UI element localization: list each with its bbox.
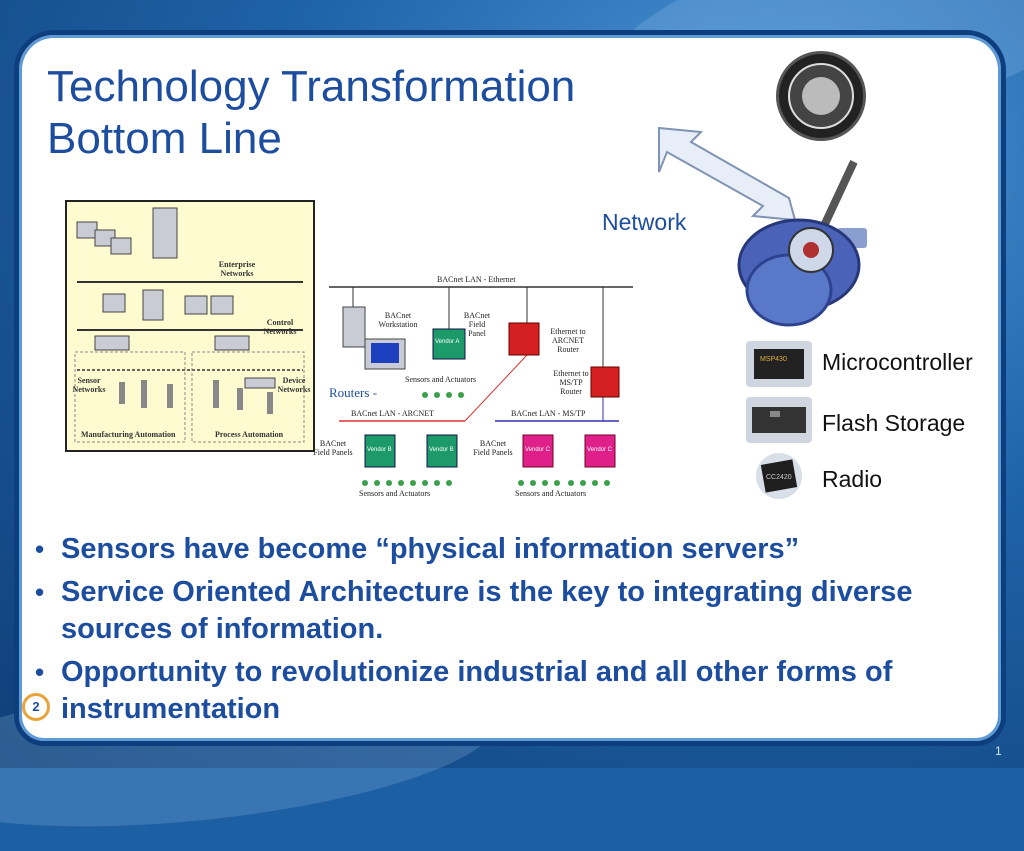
label-vendor-a: Vendor A: [435, 339, 460, 345]
label-bacnet-workstation: BACnet Workstation: [378, 311, 418, 329]
industrial-network-diagram: Enterprise Networks Control Networks Sen…: [65, 200, 315, 452]
label-process-automation: Process Automation: [215, 430, 284, 439]
chip-row-flash: Flash Storage: [746, 397, 965, 443]
label-control-networks: Control Networks: [263, 318, 297, 336]
label-manufacturing-automation: Manufacturing Automation: [81, 430, 176, 439]
label-device-networks: Device Networks: [277, 376, 311, 394]
chip-label-radio: Radio: [822, 466, 883, 492]
label-bacnet-field-panels-right: BACnet Field Panels: [473, 439, 513, 457]
label-vendor-b-1: Vendor B: [367, 447, 392, 453]
bullet-list: Sensors have become “physical informatio…: [31, 531, 991, 734]
label-enterprise-networks: Enterprise Networks: [218, 260, 256, 278]
label-bacnet-lan-mstp: BACnet LAN - MS/TP: [511, 409, 586, 418]
title-line-1: Technology Transformation: [47, 62, 576, 111]
label-eth-mstp-router: Ethernet to MS/TP Router: [553, 369, 589, 396]
label-bacnet-field-panels-left: BACnet Field Panels: [313, 439, 353, 457]
corner-mark: 1: [995, 744, 1002, 758]
label-bacnet-lan-ethernet: BACnet LAN - Ethernet: [437, 275, 516, 284]
label-sensors-actuators-top: Sensors and Actuators: [405, 375, 477, 384]
label-eth-arcnet-router: Ethernet to ARCNET Router: [550, 327, 586, 354]
radio-chip-icon: CC2420: [756, 453, 802, 499]
chip-row-radio: CC2420 Radio: [746, 453, 882, 499]
chip-label-microcontroller: Microcontroller: [822, 349, 973, 375]
page-number: 2: [22, 693, 50, 721]
label-bacnet-lan-arcnet: BACnet LAN - ARCNET: [351, 409, 434, 418]
label-sensors-actuators-left: Sensors and Actuators: [359, 489, 431, 498]
network-label: Network: [602, 209, 687, 235]
slide-title: Technology Transformation Bottom Line: [47, 61, 575, 165]
label-sensor-networks: Sensor Networks: [72, 376, 106, 394]
bullet-2: Service Oriented Architecture is the key…: [35, 574, 991, 648]
label-sensors-actuators-right: Sensors and Actuators: [515, 489, 587, 498]
svg-text:CC2420: CC2420: [766, 474, 792, 481]
chip-label-flash: Flash Storage: [822, 410, 966, 436]
double-arrow-icon: [658, 126, 797, 222]
label-bacnet-field-panel: BACnet Field Panel: [463, 311, 491, 338]
svg-text:MSP430: MSP430: [760, 356, 787, 363]
university-seal-icon: [776, 51, 866, 141]
bullet-3: Opportunity to revolutionize industrial …: [35, 654, 991, 728]
microcontroller-chip-icon: MSP430: [746, 341, 812, 387]
label-routers: Routers -: [329, 385, 378, 400]
bacnet-network-diagram: BACnet LAN - Ethernet BACnet Workstation…: [309, 263, 639, 499]
label-vendor-c-2: Vendor C: [587, 447, 613, 453]
title-line-2: Bottom Line: [47, 114, 282, 163]
chip-row-microcontroller: MSP430 Microcontroller: [746, 341, 973, 387]
flash-chip-icon: [746, 397, 812, 443]
sensor-transmitter-icon: [737, 160, 867, 327]
slide: Technology Transformation Bottom Line Ne…: [14, 30, 1006, 746]
label-vendor-b-2: Vendor B: [429, 447, 454, 453]
label-vendor-c-1: Vendor C: [525, 447, 551, 453]
bullet-1: Sensors have become “physical informatio…: [35, 531, 991, 568]
